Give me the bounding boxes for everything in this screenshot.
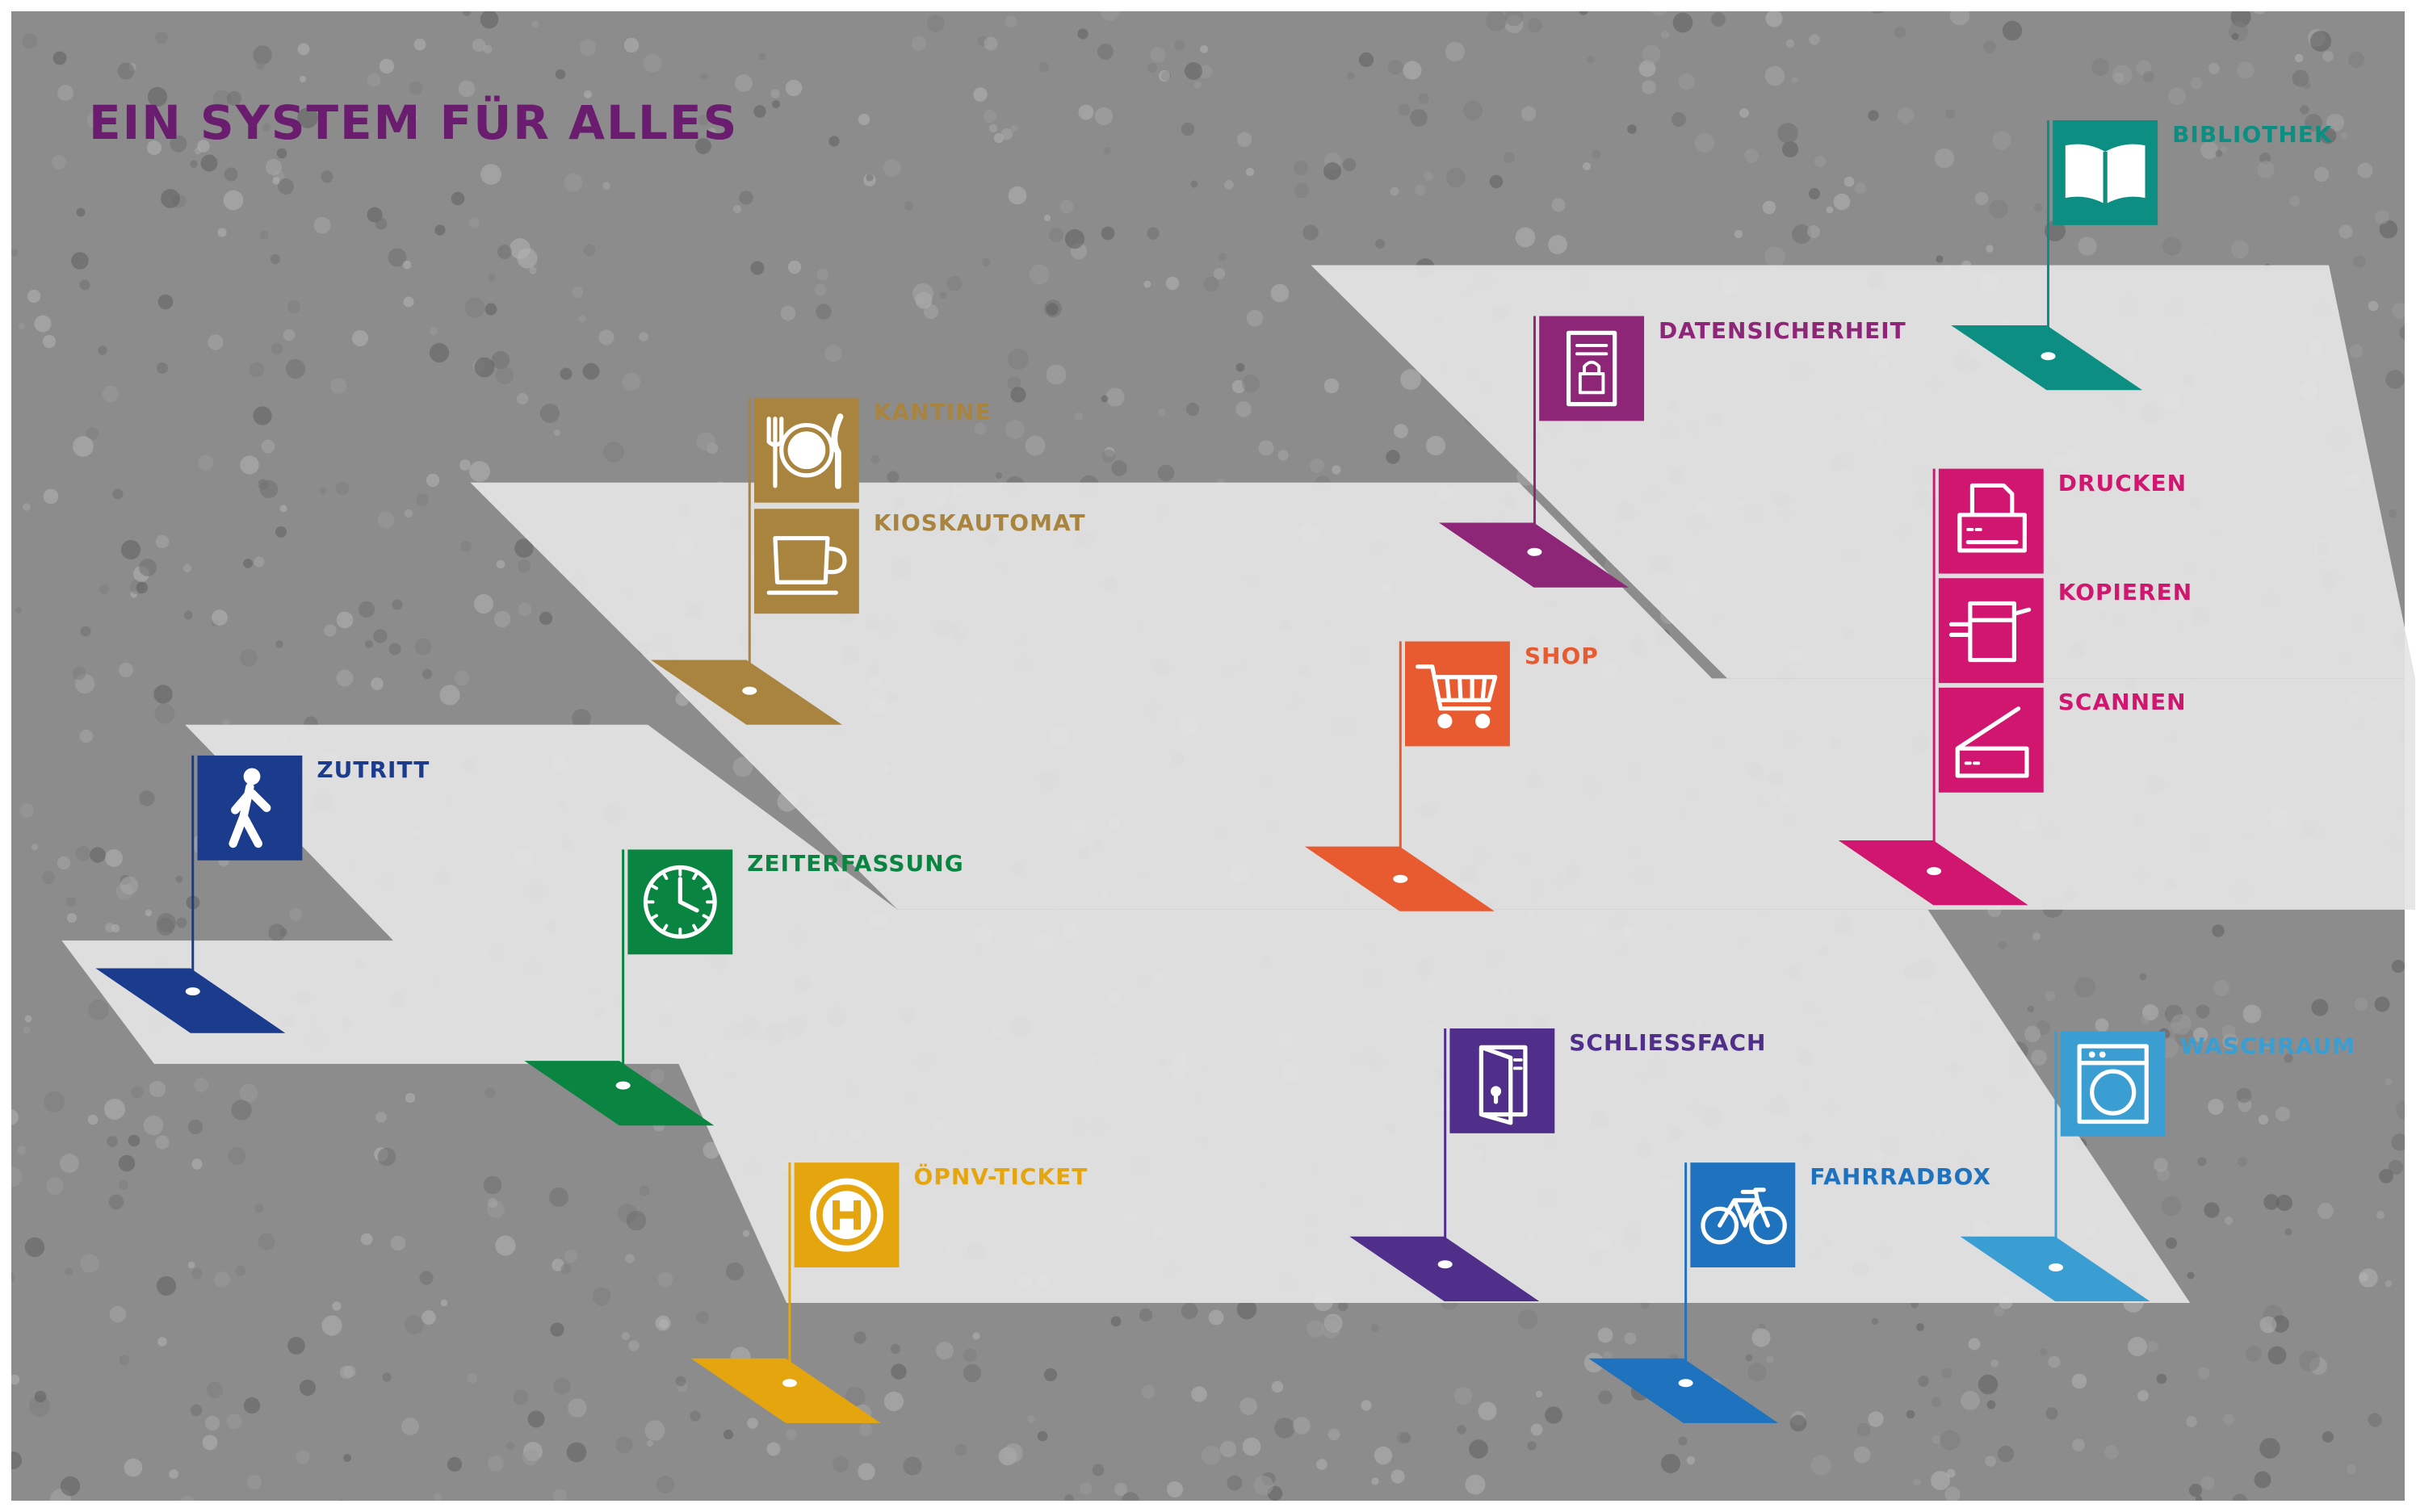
bus-stop-icon xyxy=(810,1178,884,1252)
pole-base-waschraum xyxy=(2049,1263,2064,1272)
scanner-icon xyxy=(1955,706,2029,778)
floor-marker-zutritt xyxy=(95,968,286,1033)
label-datensicherheit: DATENSICHERHEIT xyxy=(1659,316,1906,344)
pole-base-drucken xyxy=(1927,867,1942,876)
pole-base-zutritt xyxy=(185,987,200,996)
plate-cutlery-icon xyxy=(766,413,844,489)
pole-base-shop xyxy=(1393,874,1408,883)
station-zeiterfassung xyxy=(524,849,733,1126)
floor-marker-zeiterfassung xyxy=(524,1061,715,1126)
station-oepnv xyxy=(690,1162,900,1423)
bicycle-icon xyxy=(1701,1187,1787,1245)
platform-3 xyxy=(61,724,2191,1303)
label-shop: SHOP xyxy=(1524,642,1599,669)
label-oepnv: ÖPNV-TICKET xyxy=(913,1163,1088,1191)
icon-tile-kioskautomat xyxy=(753,509,859,614)
station-zutritt xyxy=(95,755,303,1033)
label-schliessfach: SCHLIESSFACH xyxy=(1569,1028,1767,1056)
station-datensicherheit xyxy=(1439,316,1645,588)
label-zutritt: ZUTRITT xyxy=(317,756,430,783)
icon-tile-schliessfach xyxy=(1449,1028,1555,1133)
station-fahrradbox xyxy=(1588,1162,1796,1423)
station-bibliothek xyxy=(1951,119,2158,391)
printer-icon xyxy=(1957,483,2027,553)
floor-marker-schliessfach xyxy=(1349,1236,1540,1301)
label-scannen: SCANNEN xyxy=(2057,688,2187,715)
label-kioskautomat: KIOSKAUTOMAT xyxy=(873,509,1086,537)
station-kantine xyxy=(651,397,859,725)
floor-marker-oepnv xyxy=(690,1358,881,1423)
open-book-icon xyxy=(2065,144,2145,204)
pole-base-datensicherheit xyxy=(1527,547,1542,556)
clock-icon xyxy=(643,865,717,939)
icon-tile-shop xyxy=(1405,641,1510,747)
pole-base-oepnv xyxy=(782,1379,797,1388)
label-waschraum: WASCHRAUM xyxy=(2179,1032,2356,1059)
label-bibliothek: BIBLIOTHEK xyxy=(2172,120,2333,148)
pole-base-zeiterfassung xyxy=(615,1081,631,1090)
station-shop xyxy=(1304,641,1510,911)
pole-base-fahrradbox xyxy=(1678,1379,1693,1388)
walking-person-icon xyxy=(229,768,271,848)
copier-icon xyxy=(1948,601,2032,663)
label-zeiterfassung: ZEITERFASSUNG xyxy=(747,850,964,877)
page-title: EIN SYSTEM FÜR ALLES xyxy=(89,95,739,150)
pole-base-schliessfach xyxy=(1437,1260,1453,1269)
icon-tile-kopieren xyxy=(1938,578,2044,684)
shopping-cart-icon xyxy=(1415,664,1498,729)
station-drucken xyxy=(1838,468,2044,906)
pole-base-kantine xyxy=(742,686,757,695)
floor-marker-fahrradbox xyxy=(1588,1358,1779,1423)
pole-base-bibliothek xyxy=(2041,352,2056,361)
label-kopieren: KOPIEREN xyxy=(2057,579,2193,606)
document-lock-icon xyxy=(1566,330,1617,407)
label-kantine: KANTINE xyxy=(873,398,992,425)
locker-icon xyxy=(1479,1045,1528,1125)
station-waschraum xyxy=(1960,1031,2166,1301)
station-schliessfach xyxy=(1349,1028,1555,1301)
label-fahrradbox: FAHRRADBOX xyxy=(1810,1163,1992,1191)
washing-machine-icon xyxy=(2077,1044,2149,1125)
coffee-cup-icon xyxy=(766,536,847,595)
label-drucken: DRUCKEN xyxy=(2057,469,2187,496)
